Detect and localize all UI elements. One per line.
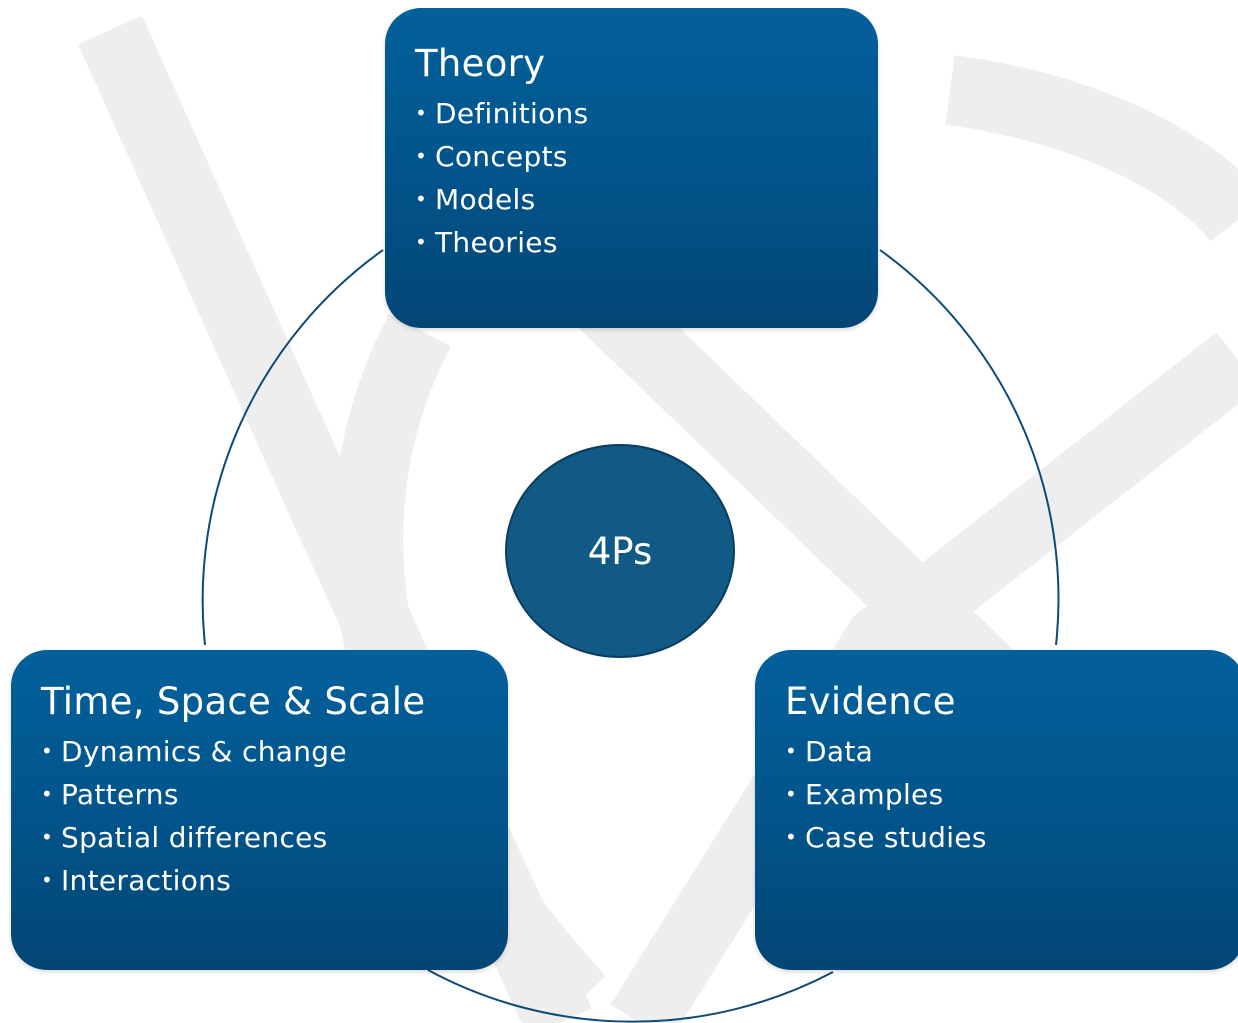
ring-arc-left bbox=[201, 249, 384, 646]
list-item: •Patterns bbox=[41, 778, 179, 811]
list-item-text: Case studies bbox=[805, 821, 987, 854]
list-item: •Definitions bbox=[415, 97, 589, 130]
list-item: •Dynamics & change bbox=[41, 735, 347, 768]
list-item: •Concepts bbox=[415, 140, 568, 173]
list-item-text: Interactions bbox=[61, 864, 232, 897]
list-item: •Examples bbox=[785, 778, 944, 811]
list-item: •Spatial differences bbox=[41, 821, 328, 854]
list-item-text: Models bbox=[435, 183, 536, 216]
list-item: •Data bbox=[785, 735, 874, 768]
time-space-scale-box: Time, Space & Scale •Dynamics & change •… bbox=[11, 650, 508, 970]
list-item-text: Spatial differences bbox=[61, 821, 328, 854]
list-item: •Interactions bbox=[41, 864, 232, 897]
list-item-text: Definitions bbox=[435, 97, 589, 130]
list-item-text: Data bbox=[805, 735, 874, 768]
evidence-box: Evidence •Data •Examples •Case studies bbox=[755, 650, 1238, 970]
evidence-title: Evidence bbox=[785, 680, 956, 723]
list-item-text: Patterns bbox=[61, 778, 179, 811]
list-item-text: Concepts bbox=[435, 140, 568, 173]
time-space-scale-list: •Dynamics & change •Patterns •Spatial di… bbox=[41, 730, 508, 902]
theory-box: Theory •Definitions •Concepts •Models •T… bbox=[385, 8, 878, 328]
evidence-list: •Data •Examples •Case studies bbox=[785, 730, 1238, 859]
center-label: 4Ps bbox=[587, 529, 653, 573]
list-item: •Models bbox=[415, 183, 536, 216]
list-item: •Case studies bbox=[785, 821, 987, 854]
theory-title: Theory bbox=[415, 42, 546, 85]
list-item-text: Theories bbox=[435, 226, 558, 259]
watermark-stroke bbox=[610, 332, 1238, 1023]
watermark-stroke bbox=[945, 55, 1238, 243]
ring-arc-right bbox=[879, 249, 1060, 646]
list-item-text: Dynamics & change bbox=[61, 735, 347, 768]
ring-arc-bottom bbox=[427, 969, 834, 1023]
list-item-text: Examples bbox=[805, 778, 944, 811]
center-circle: 4Ps bbox=[505, 444, 735, 658]
time-space-scale-title: Time, Space & Scale bbox=[41, 680, 426, 723]
theory-list: •Definitions •Concepts •Models •Theories bbox=[415, 92, 878, 264]
list-item: •Theories bbox=[415, 226, 558, 259]
cycle-ring bbox=[201, 249, 1060, 1023]
